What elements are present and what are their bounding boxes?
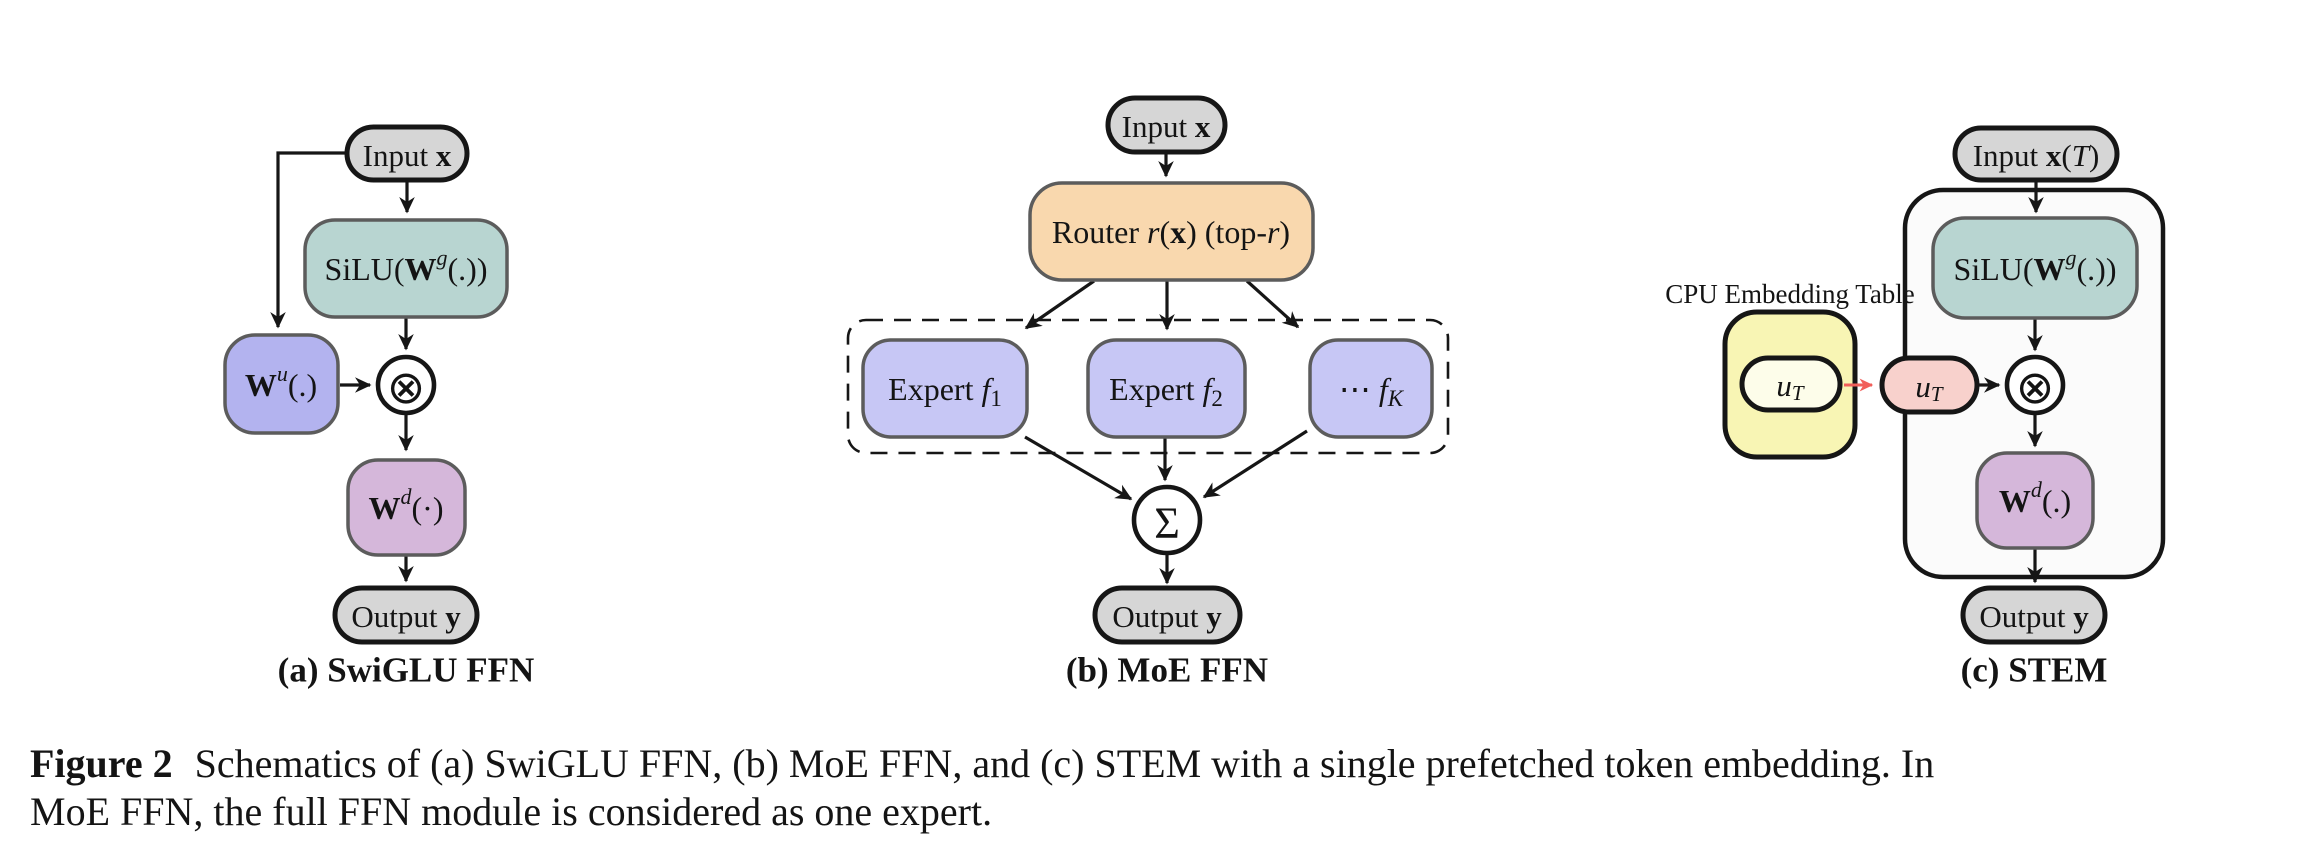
silu-gate-node (303, 218, 509, 319)
w-down-label: Wd(·) (369, 484, 444, 527)
expertk-node (1308, 338, 1434, 439)
expert1-node (861, 338, 1029, 439)
expert1-label: Expert f1 (888, 371, 1002, 411)
w-down-node (1975, 451, 2095, 550)
token-embedding-cpu-label: uT (1776, 368, 1805, 406)
edge-input-to-wu (270, 151, 347, 329)
multiply-node (2004, 354, 2066, 416)
w-down-label: Wd(.) (1999, 477, 2071, 520)
silu-gate-label: SiLU(Wg(.)) (1954, 245, 2117, 288)
diagram-swiglu-ffn: Input x SiLU(Wg(.)) Wu(.) ⊗ Wd(·) Output… (223, 124, 535, 690)
output-node (1960, 585, 2108, 645)
diagram-stem: Input x(T) SiLU(Wg(.)) ⊗ Wd(.) CPU Embed… (1665, 125, 2166, 690)
input-node-label: Input x (363, 138, 452, 173)
token-embedding-gpu-label: uT (1915, 369, 1944, 407)
output-node-label: Output y (351, 599, 461, 634)
subcaption-a: (a) SwiGLU FFN (278, 651, 535, 690)
input-node (1952, 125, 2120, 183)
cpu-embedding-table-label: CPU Embedding Table (1665, 279, 1915, 309)
output-node-label: Output y (1112, 599, 1222, 634)
edge-expert1-to-sum (1024, 435, 1133, 501)
subcaption-c: (c) STEM (1961, 651, 2108, 690)
input-node-label: Input x (1122, 109, 1211, 144)
expertk-label: ⋯ fK (1339, 371, 1405, 411)
silu-gate-node (1931, 216, 2139, 320)
experts-group-outline (846, 318, 1450, 455)
figure-caption: Figure 2 Schematics of (a) SwiGLU FFN, (b… (30, 740, 2292, 836)
edge-expertk-to-sum (1202, 429, 1308, 499)
figure-caption-text2: MoE FFN, the full FFN module is consider… (30, 789, 993, 834)
multiply-icon: ⊗ (387, 360, 426, 414)
multiply-node (375, 354, 437, 416)
input-node-label: Input x(T) (1973, 138, 2100, 173)
figure-caption-line1: Figure 2 Schematics of (a) SwiGLU FFN, (b… (30, 740, 2292, 788)
subcaption-b: (b) MoE FFN (1066, 651, 1268, 690)
input-node (344, 124, 470, 183)
w-up-node (223, 333, 340, 435)
token-embedding-cpu-node (1739, 355, 1843, 413)
figure-caption-number: Figure 2 (30, 741, 173, 786)
w-up-label: Wu(.) (245, 361, 317, 404)
diagram-moe-ffn: Input x Router r(x) (top-r) Expert f1 Ex… (846, 95, 1450, 690)
input-node (1105, 95, 1228, 155)
expert2-node (1086, 338, 1247, 439)
expert2-label: Expert f2 (1109, 371, 1223, 411)
silu-gate-label: SiLU(Wg(.)) (325, 245, 488, 288)
output-node (332, 585, 480, 645)
router-label: Router r(x) (top-r) (1052, 214, 1290, 250)
sum-node (1131, 484, 1203, 556)
router-node (1028, 181, 1315, 282)
figure-caption-text1: Schematics of (a) SwiGLU FFN, (b) MoE FF… (194, 741, 1935, 786)
w-down-node (346, 458, 467, 557)
output-node-label: Output y (1979, 599, 2089, 634)
multiply-icon: ⊗ (2016, 360, 2055, 414)
figure-caption-line2: MoE FFN, the full FFN module is consider… (30, 788, 2292, 836)
output-node (1092, 585, 1243, 645)
sum-icon: Σ (1154, 499, 1180, 548)
